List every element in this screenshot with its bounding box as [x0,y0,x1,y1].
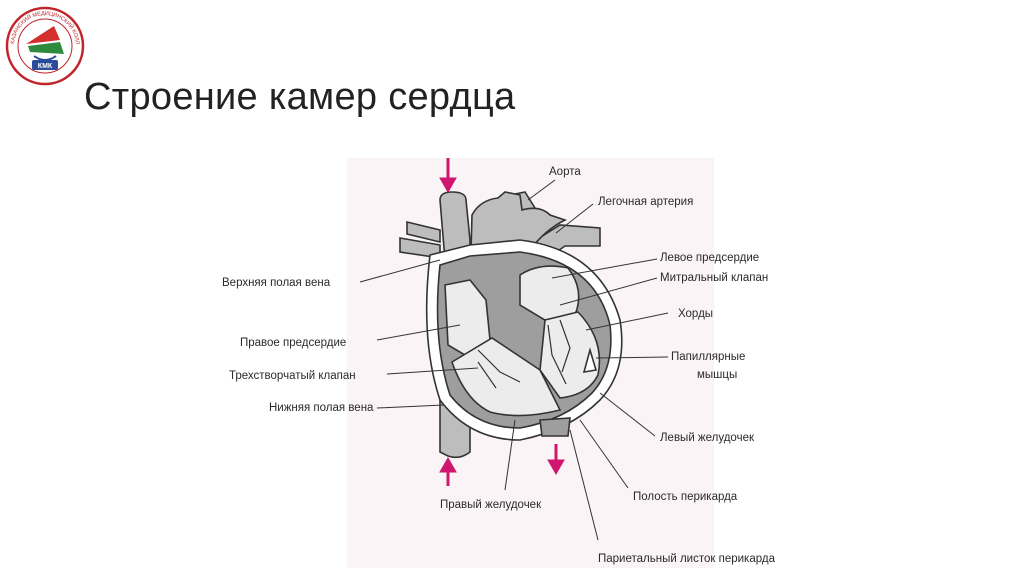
arrow-down-aorta [547,444,565,476]
label-papillary-muscles-line2: мышцы [697,369,737,381]
page-title: Строение камер сердца [84,76,516,118]
label-papillary-muscles-line1: Папиллярные [671,351,745,363]
label-chordae: Хорды [678,308,713,320]
leader-lines [359,179,669,541]
arrow-down-superior [439,158,457,194]
label-mitral-valve: Митральный клапан [660,272,768,284]
label-aorta: Аорта [549,166,581,178]
label-pulmonary-artery: Легочная артерия [598,196,693,208]
label-left-atrium: Левое предсердие [660,252,759,264]
heart-illustration [399,191,623,459]
label-inferior-vena-cava: Нижняя полая вена [269,402,374,414]
college-emblem-icon: КМК КАЗАНСКИЙ МЕДИЦИНСКИЙ КОЛЛЕДЖ [1,0,85,86]
label-superior-vena-cava: Верхняя полая вена [222,277,331,289]
label-tricuspid-valve: Трехстворчатый клапан [229,370,356,382]
label-parietal-pericardium: Париетальный листок перикарда [598,553,776,565]
logo-badge-text: КМК [38,63,53,70]
blood-flow-arrows [439,158,565,486]
arrow-up-inferior [439,456,457,486]
label-right-atrium: Правое предсердие [240,337,346,349]
label-pericardial-cavity: Полость перикарда [633,491,738,503]
label-right-ventricle: Правый желудочек [440,499,542,511]
label-left-ventricle: Левый желудочек [660,432,755,444]
college-logo: КМК КАЗАНСКИЙ МЕДИЦИНСКИЙ КОЛЛЕДЖ [1,0,86,88]
